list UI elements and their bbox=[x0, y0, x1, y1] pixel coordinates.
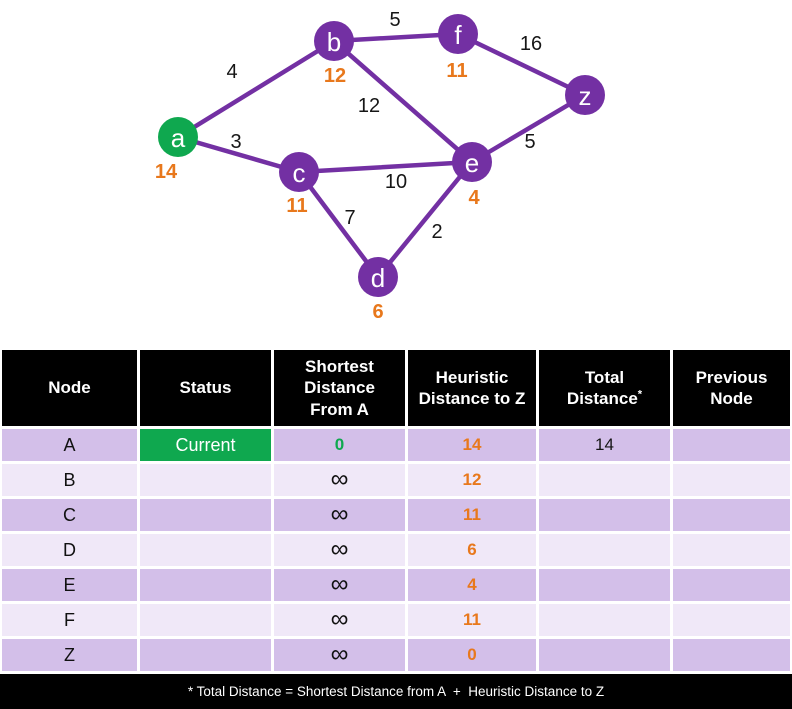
graph-node-c bbox=[279, 152, 319, 192]
graph-node-f bbox=[438, 14, 478, 54]
cell-status-f bbox=[140, 604, 271, 636]
cell-heuristic-a: 14 bbox=[408, 429, 536, 461]
graph-edge-b-f bbox=[331, 31, 461, 44]
col-header-node-label: Node bbox=[48, 378, 91, 398]
col-header-shortest-distance-label: Shortest Distance From A bbox=[304, 357, 375, 419]
graph-node-a bbox=[158, 117, 198, 157]
cell-node-f: F bbox=[2, 604, 137, 636]
graph-node-label-a: a bbox=[171, 123, 186, 153]
col-header-total-distance: Total Distance* bbox=[539, 350, 670, 426]
cell-total-f bbox=[539, 604, 670, 636]
cell-heuristic-d: 6 bbox=[408, 534, 536, 566]
cell-status-e bbox=[140, 569, 271, 601]
cell-status-c bbox=[140, 499, 271, 531]
graph-edge-c-d bbox=[296, 169, 381, 280]
cell-total-b bbox=[539, 464, 670, 496]
cell-heuristic-b: 12 bbox=[408, 464, 536, 496]
edge-weight-d-e: 2 bbox=[431, 221, 442, 243]
cell-node-b: B bbox=[2, 464, 137, 496]
graph-edge-d-e bbox=[375, 159, 475, 280]
cell-total-z bbox=[539, 639, 670, 671]
graph-node-z bbox=[565, 75, 605, 115]
graph-edge-f-z bbox=[455, 31, 588, 98]
cell-node-c: C bbox=[2, 499, 137, 531]
cell-total-e bbox=[539, 569, 670, 601]
cell-heuristic-z: 0 bbox=[408, 639, 536, 671]
col-header-shortest-distance: Shortest Distance From A bbox=[274, 350, 405, 426]
col-header-previous-node-label: Previous Node bbox=[695, 367, 768, 408]
cell-node-d: D bbox=[2, 534, 137, 566]
graph-node-b bbox=[314, 21, 354, 61]
cell-previous-d bbox=[673, 534, 790, 566]
cell-shortest-b: ∞ bbox=[274, 464, 405, 496]
cell-shortest-d: ∞ bbox=[274, 534, 405, 566]
total-distance-asterisk: * bbox=[637, 388, 643, 401]
graph-node-d bbox=[358, 257, 398, 297]
graph-node-label-c: c bbox=[293, 158, 306, 188]
col-header-heuristic-distance-label: Heuristic Distance to Z bbox=[418, 367, 526, 408]
heuristic-value-c: 11 bbox=[286, 195, 307, 217]
col-header-node: Node bbox=[2, 350, 137, 426]
cell-shortest-c: ∞ bbox=[274, 499, 405, 531]
col-header-previous-node: Previous Node bbox=[673, 350, 790, 426]
graph-edge-e-z bbox=[469, 92, 588, 165]
cell-heuristic-e: 4 bbox=[408, 569, 536, 601]
cell-total-c bbox=[539, 499, 670, 531]
col-header-status: Status bbox=[140, 350, 271, 426]
cell-previous-z bbox=[673, 639, 790, 671]
cell-previous-b bbox=[673, 464, 790, 496]
edge-weight-e-z: 5 bbox=[524, 131, 535, 153]
cell-shortest-e: ∞ bbox=[274, 569, 405, 601]
cell-heuristic-f: 11 bbox=[408, 604, 536, 636]
cell-previous-c bbox=[673, 499, 790, 531]
edge-weight-f-z: 16 bbox=[520, 33, 542, 55]
cell-status-b bbox=[140, 464, 271, 496]
distance-table: Node Status Shortest Distance From A Heu… bbox=[0, 348, 792, 709]
graph-node-label-b: b bbox=[327, 27, 341, 57]
edge-weight-a-b: 4 bbox=[226, 61, 237, 83]
edge-weight-a-c: 3 bbox=[230, 131, 241, 153]
cell-heuristic-c: 11 bbox=[408, 499, 536, 531]
graph-node-label-f: f bbox=[454, 20, 462, 50]
cell-shortest-a: 0 bbox=[274, 429, 405, 461]
heuristic-value-d: 6 bbox=[372, 301, 383, 323]
edge-weight-b-e: 12 bbox=[358, 95, 380, 117]
status-badge-current: Current bbox=[140, 429, 271, 461]
graph-node-label-e: e bbox=[465, 148, 479, 178]
cell-previous-a bbox=[673, 429, 790, 461]
graph-diagram: 4 3 5 12 10 7 2 5 16 a 14 b 12 c 11 d 6 e 4 f 11 z bbox=[155, 9, 605, 323]
cell-shortest-z: ∞ bbox=[274, 639, 405, 671]
edge-weight-c-d: 7 bbox=[344, 207, 355, 229]
cell-status-d bbox=[140, 534, 271, 566]
col-header-status-label: Status bbox=[179, 378, 232, 398]
cell-node-z: Z bbox=[2, 639, 137, 671]
cell-previous-e bbox=[673, 569, 790, 601]
graph-node-e bbox=[452, 142, 492, 182]
graph-edge-c-e bbox=[296, 159, 475, 175]
edge-weight-c-e: 10 bbox=[385, 171, 407, 193]
col-header-heuristic-distance: Heuristic Distance to Z bbox=[408, 350, 536, 426]
table-footnote: * Total Distance = Shortest Distance fro… bbox=[0, 674, 792, 709]
cell-shortest-f: ∞ bbox=[274, 604, 405, 636]
graph-edge-b-e bbox=[331, 38, 475, 165]
heuristic-value-e: 4 bbox=[468, 187, 480, 209]
cell-status-z bbox=[140, 639, 271, 671]
heuristic-value-f: 11 bbox=[446, 60, 467, 82]
graph-edge-a-c bbox=[175, 134, 302, 175]
cell-total-d bbox=[539, 534, 670, 566]
cell-total-a: 14 bbox=[539, 429, 670, 461]
distance-table-grid: Node Status Shortest Distance From A Heu… bbox=[0, 348, 792, 671]
graph-node-label-z: z bbox=[579, 81, 592, 111]
cell-node-e: E bbox=[2, 569, 137, 601]
cell-node-a: A bbox=[2, 429, 137, 461]
cell-previous-f bbox=[673, 604, 790, 636]
graph-edge-a-b bbox=[175, 38, 337, 140]
col-header-total-distance-label: Total Distance* bbox=[566, 367, 643, 408]
heuristic-value-b: 12 bbox=[324, 65, 346, 87]
graph-node-label-d: d bbox=[371, 263, 385, 293]
edge-weight-b-f: 5 bbox=[389, 9, 400, 31]
heuristic-value-a: 14 bbox=[155, 161, 178, 183]
